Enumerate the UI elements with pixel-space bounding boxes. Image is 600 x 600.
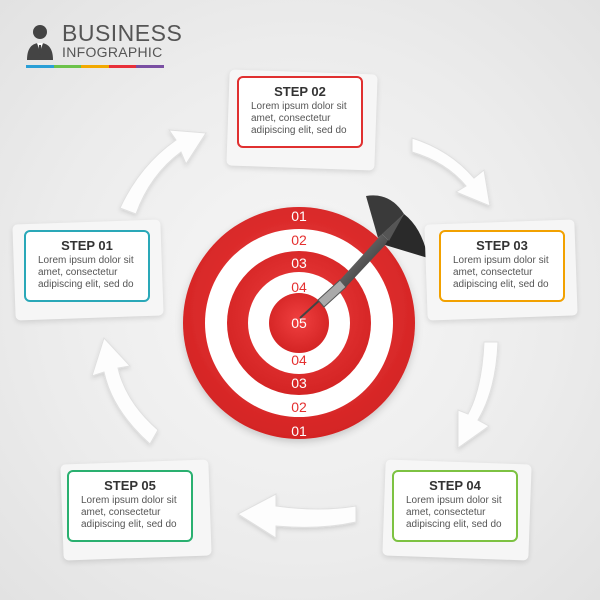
step-03-title: STEP 03 (476, 238, 528, 253)
step-03-card: STEP 03 Lorem ipsum dolor sit amet, cons… (439, 230, 565, 302)
dart-icon (299, 195, 428, 319)
color-bar-segment (53, 65, 82, 68)
step-03-text-line: Lorem ipsum dolor sit (453, 255, 549, 266)
step-05-text-line: Lorem ipsum dolor sit (81, 495, 177, 506)
step-03-text: Lorem ipsum dolor sit amet, consectetur … (449, 255, 555, 291)
ring-label-top-1: 02 (291, 232, 307, 248)
color-bar-segment (136, 65, 164, 68)
step-04-title: STEP 04 (429, 478, 481, 493)
ring-label-bottom-0: 04 (291, 352, 307, 368)
header-title-infographic: INFOGRAPHIC (62, 44, 163, 60)
step-01-text-line: amet, consectetur (38, 267, 118, 278)
step-01-title: STEP 01 (61, 238, 113, 253)
ring-label-bottom-1: 03 (291, 375, 307, 391)
arrow-step5-to-step1 (91, 337, 159, 445)
color-bar-segment (108, 65, 137, 68)
step-01-text: Lorem ipsum dolor sit amet, consectetur … (34, 255, 140, 291)
step-04-text-line: amet, consectetur (406, 507, 486, 518)
arrow-step3-to-step4 (457, 341, 499, 449)
step-02-text-line: Lorem ipsum dolor sit (251, 101, 347, 112)
step-02-text-line: amet, consectetur (251, 113, 331, 124)
header-title-business: BUSINESS (62, 20, 183, 46)
businessman-icon (27, 25, 53, 60)
step-04-card: STEP 04 Lorem ipsum dolor sit amet, cons… (392, 470, 518, 542)
ring-label-bottom-2: 02 (291, 399, 307, 415)
step-03-text-line: adipiscing elit, sed do (453, 279, 549, 290)
color-bar-segment (81, 65, 109, 68)
step-04-text-line: adipiscing elit, sed do (406, 519, 502, 530)
step-05-title: STEP 05 (104, 478, 156, 493)
ring-label-top-0: 01 (291, 208, 307, 224)
arrow-step2-to-step3 (411, 137, 491, 207)
step-04-text: Lorem ipsum dolor sit amet, consectetur … (402, 495, 508, 531)
ring-label-bottom-3: 01 (291, 423, 307, 439)
step-01-card: STEP 01 Lorem ipsum dolor sit amet, cons… (24, 230, 150, 302)
header-color-bar (26, 65, 164, 68)
step-01-text-line: adipiscing elit, sed do (38, 279, 134, 290)
color-bar-segment (26, 65, 54, 68)
step-04-text-line: Lorem ipsum dolor sit (406, 495, 502, 506)
target-bullseye (269, 293, 329, 353)
step-05-text: Lorem ipsum dolor sit amet, consectetur … (77, 495, 183, 531)
step-02-text: Lorem ipsum dolor sit amet, consectetur … (247, 101, 353, 137)
step-05-text-line: amet, consectetur (81, 507, 161, 518)
step-05-card: STEP 05 Lorem ipsum dolor sit amet, cons… (67, 470, 193, 542)
ring-labels: 01 02 03 04 05 04 03 02 01 (291, 208, 307, 439)
step-02-text-line: adipiscing elit, sed do (251, 125, 347, 136)
arrow-step1-to-step2 (119, 129, 207, 215)
step-01-text-line: Lorem ipsum dolor sit (38, 255, 134, 266)
arrow-step4-to-step5 (237, 493, 357, 539)
ring-label-top-3: 04 (291, 279, 307, 295)
step-05-text-line: adipiscing elit, sed do (81, 519, 177, 530)
step-02-card: STEP 02 Lorem ipsum dolor sit amet, cons… (237, 76, 363, 148)
step-02-title: STEP 02 (274, 84, 326, 99)
ring-label-top-4: 05 (291, 315, 307, 331)
ring-label-top-2: 03 (291, 255, 307, 271)
step-03-text-line: amet, consectetur (453, 267, 533, 278)
